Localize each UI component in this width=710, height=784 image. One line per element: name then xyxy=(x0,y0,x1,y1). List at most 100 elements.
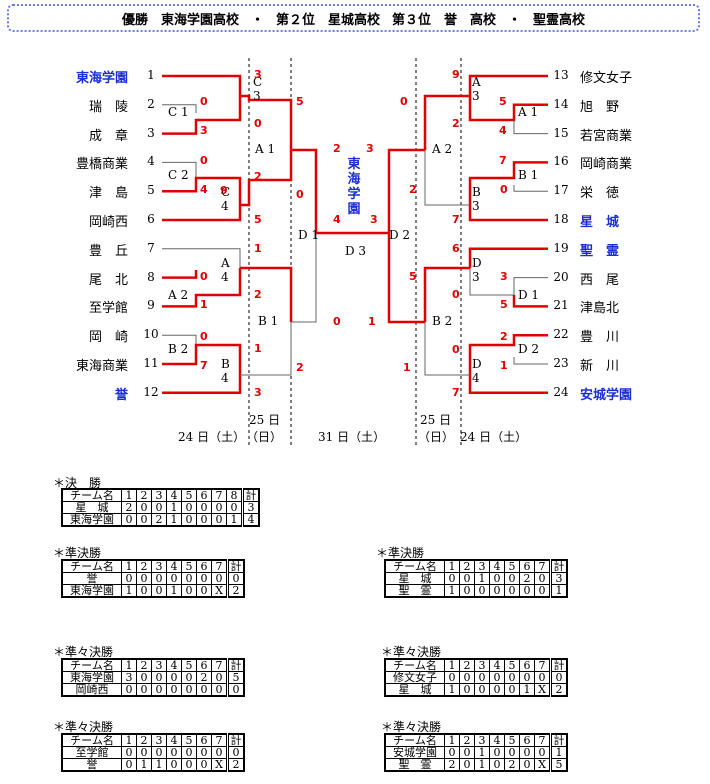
inning-cell: 1 xyxy=(444,559,460,573)
score: 1 xyxy=(254,342,262,355)
date-25-left: 25 日 xyxy=(249,413,281,427)
score: 0 xyxy=(200,270,208,283)
inning-cell: 0 xyxy=(196,584,212,598)
team-seed: 19 xyxy=(553,240,569,255)
game-label: A 2 xyxy=(432,142,453,156)
date-31: 31 日（土） xyxy=(318,430,386,444)
inning-cell: 0 xyxy=(211,501,227,514)
team-name: 岡崎商業 xyxy=(580,157,633,173)
inning-cell: 2 xyxy=(136,488,152,502)
inning-cell: 0 xyxy=(504,584,520,598)
bracket-line xyxy=(468,205,548,222)
team-cell: チーム名 xyxy=(61,488,122,502)
team-seed: 4 xyxy=(147,154,155,169)
inning-cell: 0 xyxy=(121,513,137,527)
score: 3 xyxy=(370,213,378,226)
inning-cell: 1 xyxy=(121,488,137,502)
inning-cell: 0 xyxy=(166,572,182,585)
bracket-line xyxy=(513,357,548,365)
inning-cell: 1 xyxy=(151,758,167,772)
inning-cell: 2 xyxy=(136,733,152,747)
score: 1 xyxy=(200,298,208,311)
inning-cell: 4 xyxy=(166,733,182,747)
team-cell: 安城学園 xyxy=(384,746,445,759)
score: 2 xyxy=(409,183,417,196)
team-seed: 2 xyxy=(147,96,155,111)
inning-cell: 5 xyxy=(504,559,520,573)
total-cell: 0 xyxy=(226,746,245,759)
tournament-bracket xyxy=(162,58,548,445)
team-name: 修文女子 xyxy=(580,71,633,86)
inning-cell: 1 xyxy=(519,683,535,697)
inning-cell: 6 xyxy=(519,559,535,573)
inning-cell: 0 xyxy=(474,584,490,598)
team-seed: 11 xyxy=(143,356,159,370)
inning-cell: 0 xyxy=(121,683,137,697)
game-label: D 2 xyxy=(518,342,540,356)
inning-cell: X xyxy=(211,584,228,598)
inning-cell: 0 xyxy=(474,671,490,684)
inning-cell: 1 xyxy=(121,559,137,573)
inning-cell: 2 xyxy=(459,658,475,672)
inning-cell: 0 xyxy=(489,584,505,598)
score: 1 xyxy=(403,361,411,374)
team-seed: 15 xyxy=(553,125,569,140)
inning-cell: 0 xyxy=(459,671,475,684)
bracket-line xyxy=(162,270,198,279)
inning-cell: 0 xyxy=(444,671,460,684)
final-heading: ＊決 勝 xyxy=(53,476,102,490)
bracket-line xyxy=(162,176,242,205)
inning-cell: 0 xyxy=(489,758,505,772)
bracket-line xyxy=(513,185,548,192)
inning-cell: 0 xyxy=(459,584,475,598)
bracket-line xyxy=(468,375,548,395)
team-seed: 20 xyxy=(553,269,569,284)
score: 0 xyxy=(254,117,262,130)
score: 0 xyxy=(200,330,208,343)
total-cell: 計 xyxy=(549,733,568,747)
inning-cell: 0 xyxy=(444,572,460,585)
inning-cell: 5 xyxy=(181,658,197,672)
inning-cell: 0 xyxy=(181,671,197,684)
inning-cell: 0 xyxy=(121,758,137,772)
inning-cell: 1 xyxy=(166,513,182,527)
inning-cell: 0 xyxy=(196,746,212,759)
qf-heading-2: ＊準々決勝 xyxy=(381,645,442,659)
team-seed: 5 xyxy=(147,183,155,198)
team-name: 瑞 陵 xyxy=(88,99,128,115)
team-cell: チーム名 xyxy=(61,658,122,672)
score: 5 xyxy=(296,95,304,108)
bracket-line xyxy=(162,205,242,222)
bracket-line xyxy=(291,233,317,323)
team-cell: 修文女子 xyxy=(384,671,445,684)
inning-cell: 0 xyxy=(489,671,505,684)
inning-cell: 2 xyxy=(136,658,152,672)
game-label: A 1 xyxy=(255,142,276,156)
bracket-line xyxy=(424,150,470,206)
score: 7 xyxy=(452,213,460,226)
team-cell: 星 城 xyxy=(61,501,122,514)
inning-cell: 0 xyxy=(136,683,152,697)
team-name: 成 章 xyxy=(88,128,128,144)
team-name: 西 尾 xyxy=(580,272,620,288)
bracket-line-win xyxy=(162,96,242,135)
inning-cell: 2 xyxy=(151,513,167,527)
score: 2 xyxy=(500,330,508,343)
bracket-line xyxy=(162,104,197,113)
inning-cell: 0 xyxy=(211,513,227,527)
inning-cell: 0 xyxy=(474,683,490,697)
team-seed: 23 xyxy=(553,356,569,370)
inning-cell: 0 xyxy=(459,758,475,772)
